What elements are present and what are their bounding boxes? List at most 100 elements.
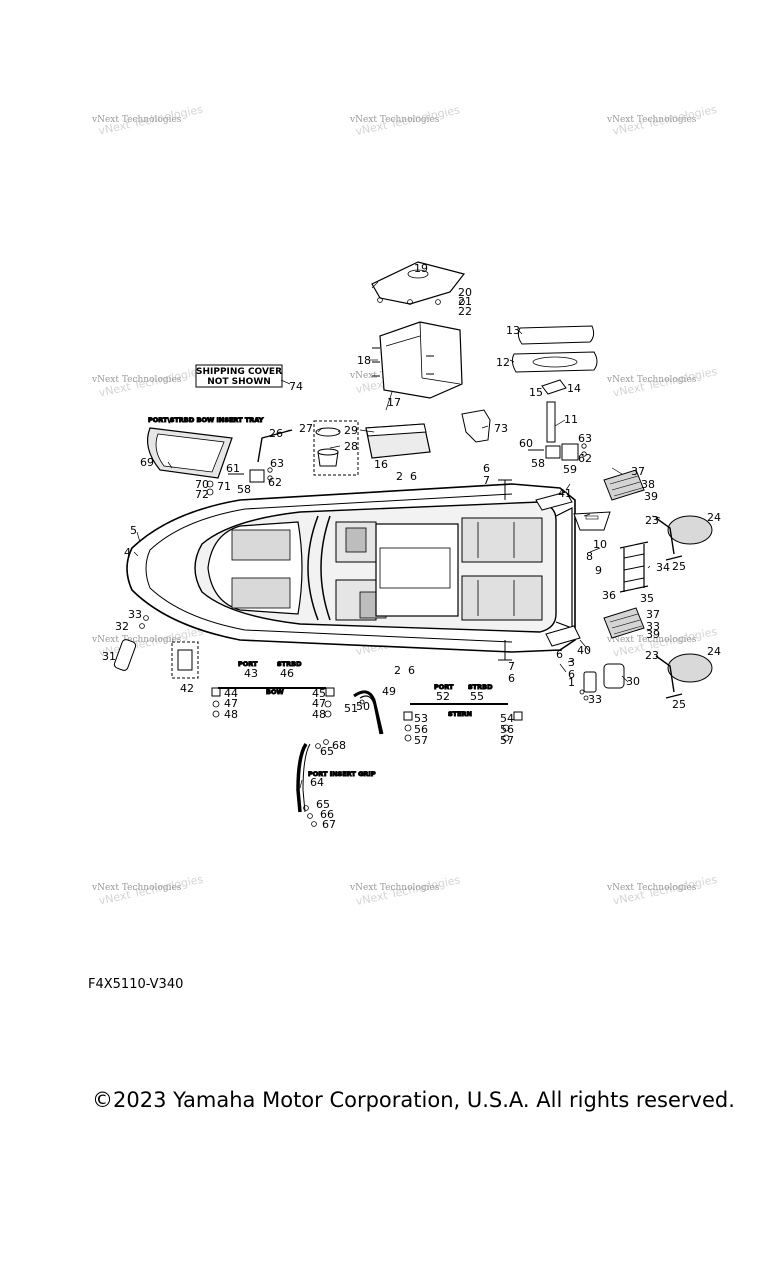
step-pad-37-top <box>603 469 645 501</box>
part-number-14: 14 <box>567 382 581 395</box>
part-number-33-step: 33 <box>646 620 660 633</box>
part-number-27: 27 <box>299 422 313 435</box>
washer-72 <box>206 488 214 496</box>
watermark-text: vNext Technologies <box>91 883 182 893</box>
ladder-cap-14 <box>541 379 567 395</box>
swim-platform <box>555 507 573 629</box>
washer-47-right <box>324 700 332 708</box>
seat-24-top <box>667 515 713 545</box>
part-number-66: 66 <box>320 808 334 821</box>
latch-30b <box>583 671 597 693</box>
part-number-23-top: 23 <box>645 514 659 527</box>
washer-66 <box>307 813 313 819</box>
tower-top-bolt-3 <box>435 299 441 305</box>
part-number-31: 31 <box>102 650 116 663</box>
lounge-cushion-lines <box>477 522 515 616</box>
shipping-cover-line2: NOT SHOWN <box>207 377 271 387</box>
watermark-text: vNext Technologies <box>91 635 182 645</box>
washer-67 <box>311 821 317 827</box>
part-number-48-left: 48 <box>224 708 238 721</box>
part-number-46: 46 <box>280 667 294 680</box>
part-number-30: 30 <box>626 675 640 688</box>
holder-73-shape <box>461 409 491 443</box>
part-number-58-left: 58 <box>237 483 251 496</box>
washer-57-left <box>404 734 412 742</box>
part-number-6-rail-b: 6 <box>568 668 575 681</box>
cupholder-cup-rim <box>317 448 339 456</box>
tower-leg-top <box>498 479 512 500</box>
part-number-7-top: 7 <box>483 474 490 487</box>
part-number-36: 36 <box>602 589 616 602</box>
swim-ladder-frame <box>619 541 649 593</box>
part-number-40: 40 <box>577 644 591 657</box>
part-number-16: 16 <box>374 458 388 471</box>
watermark-text: vNext Technologies <box>606 883 697 893</box>
leader-lines <box>133 281 661 789</box>
part-number-48-right: 48 <box>312 708 326 721</box>
part-number-65-bottom: 65 <box>316 798 330 811</box>
part-number-61: 61 <box>226 462 240 475</box>
watermark-text: vNext Technologies <box>349 883 440 893</box>
step-pads <box>603 469 645 639</box>
tower-leg-bottom <box>498 640 512 661</box>
watermark-mid-right: vNext Technologies vNext Technologies <box>606 365 719 400</box>
bow-rails: PORT STRBD BOW <box>211 660 335 718</box>
part-number-3: 3 <box>568 656 575 669</box>
part-number-1: 1 <box>568 676 575 689</box>
watermark-text: vNext Technologies <box>91 375 182 385</box>
bracket-58-left <box>249 469 265 483</box>
part-number-64: 64 <box>310 776 324 789</box>
port-insert-grip: PORT INSERT GRIP <box>296 739 376 827</box>
part-number-25-bottom: 25 <box>672 698 686 711</box>
washer-65-top <box>315 743 321 749</box>
part-number-6-bottom: 6 <box>408 664 415 677</box>
part-number-42: 42 <box>180 682 194 695</box>
part-number-24-top: 24 <box>707 511 721 524</box>
nut-33-stern-2 <box>583 695 589 701</box>
watermark-text: vNext Technologies <box>91 115 182 125</box>
part-number-74: 74 <box>289 380 303 393</box>
part-number-28: 28 <box>344 440 358 453</box>
stern-lids <box>535 491 611 647</box>
part-number-71: 71 <box>217 480 231 493</box>
part-number-24-bottom: 24 <box>707 645 721 658</box>
part-number-72: 72 <box>195 488 209 501</box>
part-number-62-left: 62 <box>268 476 282 489</box>
part-number-43: 43 <box>244 667 258 680</box>
bow-seat-right <box>231 577 291 609</box>
watermark-bottom-right: vNext Technologies vNext Technologies <box>606 873 719 908</box>
part-number-2-bottom: 2 <box>394 664 401 677</box>
part-number-6-tower-top: 6 <box>483 462 490 475</box>
washer-65-bottom <box>303 805 309 811</box>
part-number-56-right: 56 <box>500 723 514 736</box>
grab-handle-49 <box>353 690 384 735</box>
cooler <box>365 423 431 459</box>
bow-insert-tray-label: PORT\STRBD BOW INSERT TRAY <box>148 416 264 424</box>
shipping-cover-frame <box>195 364 283 388</box>
part-number-37-top: 37 <box>631 465 645 478</box>
nut-63-right <box>581 443 587 449</box>
nut-62-right <box>581 451 587 457</box>
bow-seat-left <box>231 529 291 561</box>
pedestal-23-bottom <box>655 655 683 699</box>
watermark-bottom-left: vNext Technologies vNext Technologies <box>91 873 205 908</box>
stern-rail-cap-54 <box>513 711 523 721</box>
part-number-17: 17 <box>387 396 401 409</box>
step-pad-37-bottom <box>603 607 645 639</box>
stern-rails: PORT STRBD STERN <box>403 683 523 742</box>
part-number-13: 13 <box>506 324 520 337</box>
part-number-68: 68 <box>332 739 346 752</box>
part-number-45: 45 <box>312 687 326 700</box>
label-stern: STERN <box>448 710 472 718</box>
screw-50 <box>359 699 365 705</box>
rear-lounge-port <box>461 517 543 563</box>
ladder-post-tube <box>546 401 556 443</box>
tower-top-hole <box>407 269 429 279</box>
part-number-53: 53 <box>414 712 428 725</box>
pad-13 <box>517 325 595 345</box>
part-number-22: 22 <box>458 305 472 318</box>
lid-40 <box>545 625 581 647</box>
grab-handle-49-inner <box>359 695 381 735</box>
boat-hull <box>126 479 576 661</box>
